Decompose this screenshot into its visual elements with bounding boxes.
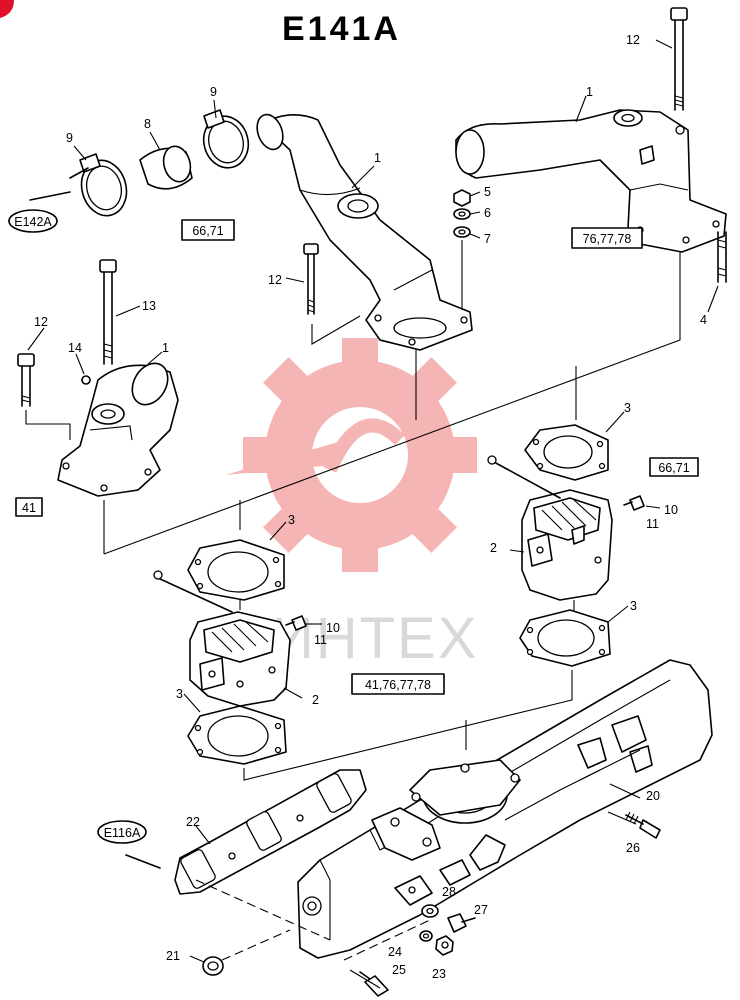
callout: 10 <box>664 503 678 517</box>
assembly-lines <box>25 39 719 989</box>
rod-right <box>487 455 561 499</box>
exhaust-manifold <box>297 659 713 959</box>
exhaust-elbow-center <box>256 113 473 351</box>
callout: 8 <box>144 117 151 131</box>
gasket-3-a <box>524 424 609 481</box>
corner-mark <box>0 0 14 18</box>
plug <box>202 956 224 976</box>
valve-housing-2-right <box>521 489 613 601</box>
manifold-gasket <box>174 769 367 895</box>
svg-text:76,77,78: 76,77,78 <box>583 232 632 246</box>
bolt-13 <box>99 259 117 365</box>
washer-7 <box>453 226 471 238</box>
callout: 3 <box>630 599 637 613</box>
bolt-26 <box>625 811 661 839</box>
callout: 12 <box>34 315 48 329</box>
bolt-12-left <box>17 353 35 407</box>
callout: 3 <box>624 401 631 415</box>
callout: 21 <box>166 949 180 963</box>
svg-text:41,76,77,78: 41,76,77,78 <box>365 678 431 692</box>
clamp-9-right <box>202 109 250 169</box>
stud-4 <box>717 231 727 283</box>
washer-28 <box>421 904 439 918</box>
callout: 24 <box>388 945 402 959</box>
callout: 22 <box>186 815 200 829</box>
callout: 6 <box>484 206 491 220</box>
callout: 5 <box>484 185 491 199</box>
bolt-27 <box>447 913 476 933</box>
svg-text:66,71: 66,71 <box>658 461 689 475</box>
watermark-text: ИНТЕХ <box>272 606 478 671</box>
watermark-logo <box>225 338 477 572</box>
bolt-10-left <box>285 615 307 631</box>
nut-5 <box>453 189 471 207</box>
callout: 10 <box>326 621 340 635</box>
variant-box-66-71-mid: 66,71 <box>649 457 699 477</box>
ref-e116a[interactable]: E116A <box>97 820 147 844</box>
bolt-10-right <box>623 495 645 511</box>
bolt-12-top-right <box>670 7 688 111</box>
callout: 12 <box>626 33 640 47</box>
exhaust-elbow-left <box>57 362 179 497</box>
ref-e142a[interactable]: E142A <box>8 209 58 233</box>
callout: 11 <box>646 517 659 531</box>
gasket-3-d <box>187 705 287 765</box>
callout: 3 <box>288 513 295 527</box>
callout: 4 <box>700 313 707 327</box>
bolt-12-center <box>303 243 319 315</box>
callout: 12 <box>268 273 282 287</box>
callout: 13 <box>142 299 156 313</box>
gasket-3-c <box>519 609 611 667</box>
callout: 23 <box>432 967 446 981</box>
gasket-3-b <box>187 539 285 601</box>
callout: 1 <box>374 151 381 165</box>
rod-left <box>153 570 233 613</box>
callout: 27 <box>474 903 488 917</box>
clamp-9-left <box>69 153 128 217</box>
page-title: E141A <box>282 10 401 48</box>
exhaust-elbow-right <box>455 109 727 253</box>
callout: 1 <box>586 85 593 99</box>
callout: 2 <box>312 693 319 707</box>
callout: 7 <box>484 232 491 246</box>
washer-24 <box>419 930 433 942</box>
callout: 9 <box>210 85 217 99</box>
valve-housing-2-left <box>189 611 291 707</box>
svg-text:E142A: E142A <box>14 215 52 229</box>
variant-box-41-76-77-78: 41,76,77,78 <box>351 673 445 695</box>
variant-box-66-71-top: 66,71 <box>181 219 235 241</box>
svg-text:41: 41 <box>22 501 36 515</box>
variant-box-76-77-78: 76,77,78 <box>571 227 643 249</box>
callout: 28 <box>442 885 456 899</box>
variant-box-41: 41 <box>15 497 43 517</box>
callout: 14 <box>68 341 82 355</box>
callout: 25 <box>392 963 406 977</box>
nut-14 <box>81 375 91 385</box>
callout: 11 <box>314 633 327 647</box>
svg-text:E116A: E116A <box>104 826 141 840</box>
nut-23 <box>435 935 454 956</box>
washer-6 <box>453 208 471 220</box>
callout: 1 <box>162 341 169 355</box>
callout-numbers: 12 1 9 8 9 1 5 6 7 4 12 13 14 1 12 3 2 1… <box>34 33 707 981</box>
callout: 9 <box>66 131 73 145</box>
callout: 2 <box>490 541 497 555</box>
svg-text:66,71: 66,71 <box>192 224 223 238</box>
callout: 3 <box>176 687 183 701</box>
sleeve-8 <box>139 145 193 190</box>
callout: 20 <box>646 789 660 803</box>
callout: 26 <box>626 841 640 855</box>
